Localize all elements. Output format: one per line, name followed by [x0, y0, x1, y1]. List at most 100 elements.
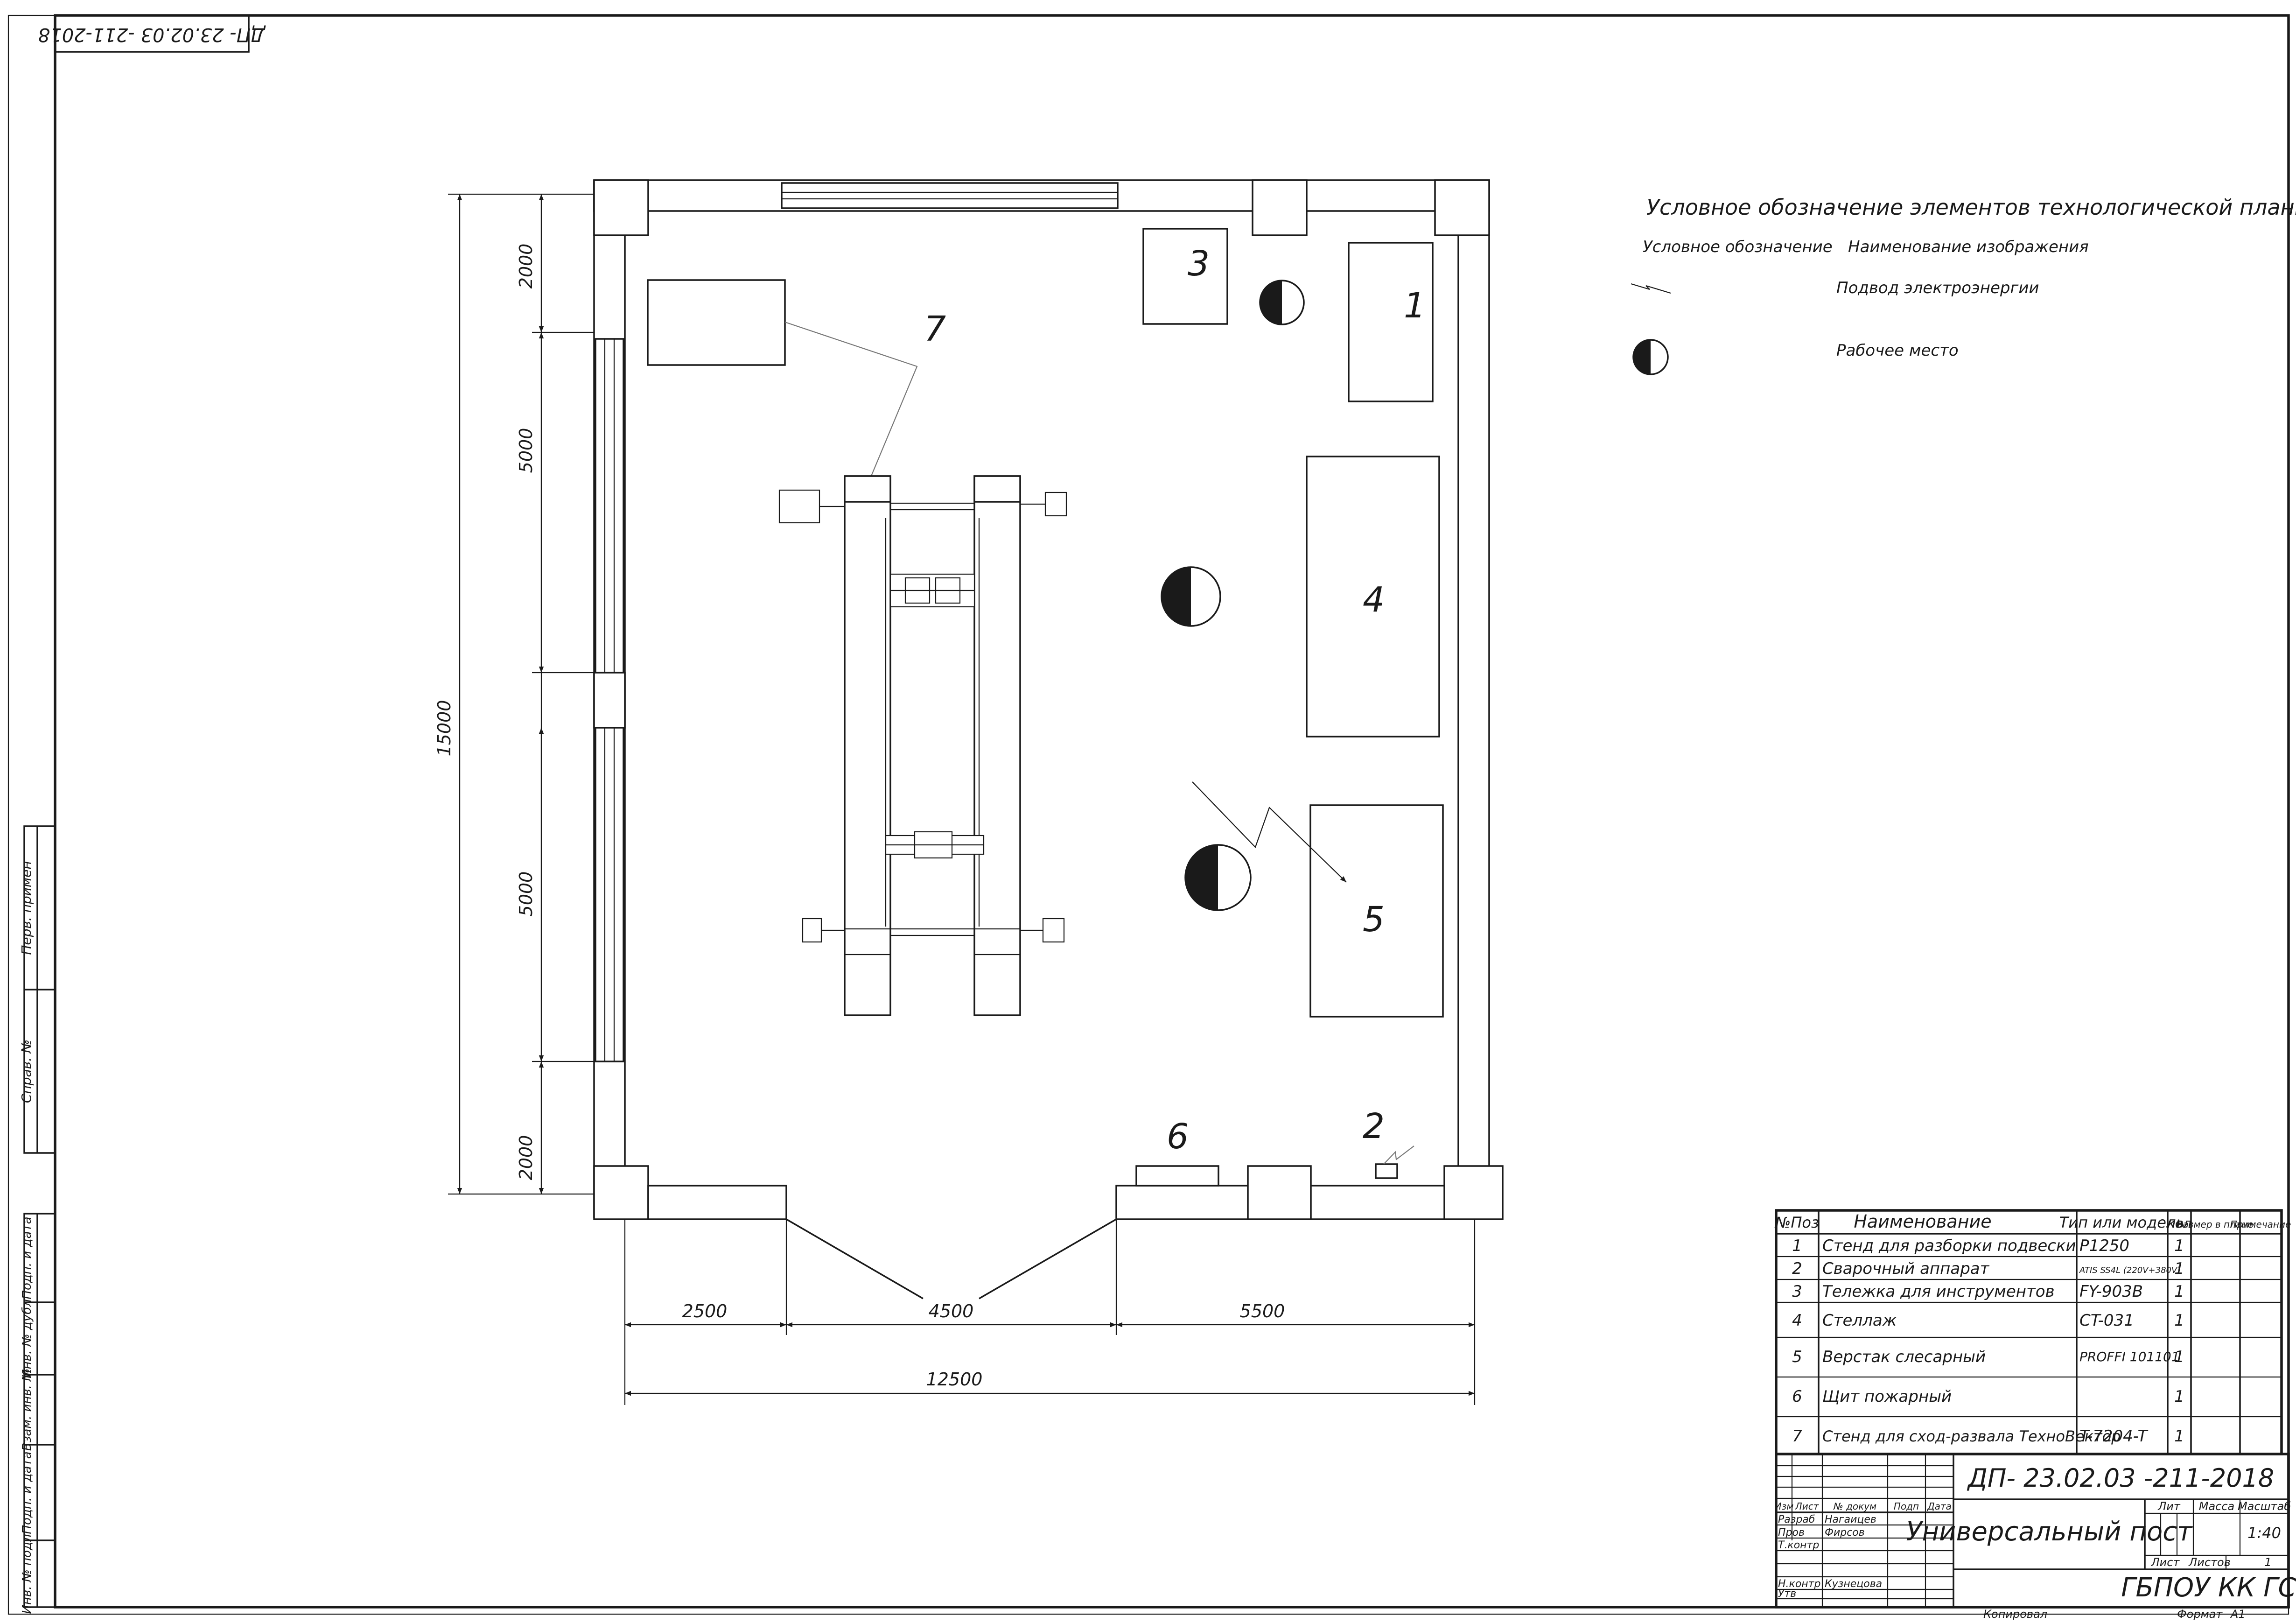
equipment-3-tool-cart — [1142, 228, 1228, 325]
dim-left-1: 2000 — [516, 244, 536, 289]
spec-row-model: PROFFI 101101 — [2079, 1349, 2180, 1364]
dimensions-bottom: 2500 4500 5500 12500 — [624, 1219, 1476, 1405]
title-sheets-value: 1 — [2264, 1556, 2271, 1569]
equipment-2-number: 2 — [1363, 1106, 1385, 1146]
workplace-icon — [1259, 280, 1305, 325]
spec-row-qty: 1 — [2174, 1259, 2184, 1278]
top-column — [1252, 179, 1308, 236]
spec-row-model: P1250 — [2079, 1237, 2129, 1255]
spec-header-name: Наименование — [1854, 1211, 1991, 1232]
title-head-sign: Подп — [1894, 1501, 1919, 1512]
title-code: ДП- 23.02.03 -211-2018 — [1967, 1463, 2275, 1493]
equipment-5-number: 5 — [1363, 899, 1385, 940]
title-org: ГБПОУ КК ГСТ — [2121, 1573, 2296, 1603]
dim-bottom-3: 5500 — [1240, 1301, 1285, 1321]
equipment-7-number: 7 — [924, 309, 946, 349]
format-value: А1 — [2230, 1608, 2246, 1621]
side-stamp-sign-date-2: Подп. и дата — [20, 1451, 34, 1534]
spec-row-pos: 7 — [1792, 1427, 1802, 1446]
alignment-lift — [778, 475, 1067, 1016]
corner-column-bottom-right — [1443, 1165, 1504, 1220]
sheet-inner-frame — [54, 14, 2290, 1609]
legend-col-symbol: Условное обозначение — [1643, 238, 1833, 256]
side-stamp-first-use: Перв. примен — [19, 861, 34, 955]
dim-bottom-1: 2500 — [682, 1301, 728, 1321]
dim-left-3: 5000 — [516, 871, 536, 917]
walls — [593, 179, 1504, 1300]
spec-row-model: CT-031 — [2079, 1311, 2134, 1330]
dim-total-width: 12500 — [926, 1369, 983, 1390]
spec-header-qty: кол — [2167, 1215, 2191, 1231]
spec-row-qty: 1 — [2174, 1387, 2184, 1406]
copied-label: Копировал — [1983, 1608, 2047, 1621]
welder-power-zigzag — [1383, 1145, 1414, 1165]
legend-title: Условное обозначение элементов технологи… — [1646, 195, 2296, 220]
equipment-7-leader — [784, 321, 918, 478]
legend-row-workplace: Рабочее место — [1836, 341, 1959, 360]
title-sheet-label: Лист — [2151, 1556, 2180, 1569]
spec-row-model: T-7204-T — [2079, 1427, 2149, 1446]
side-stamp-column: Перв. примен Справ. № Подп. и дата Инв. … — [19, 825, 56, 1614]
gate-leaf-right — [979, 1218, 1117, 1300]
rotated-doc-stamp: ДП- 23.02.03 -211-2018 — [38, 14, 266, 53]
spec-header-note: Примечание — [2230, 1219, 2291, 1230]
equipment-3-number: 3 — [1188, 244, 1210, 284]
spec-row-name: Тележка для инструментов — [1822, 1282, 2055, 1301]
equipment-5-workbench — [1309, 804, 1444, 1018]
corner-column-top-left — [593, 179, 649, 236]
equipment-1-number: 1 — [1404, 286, 1426, 326]
spec-row-pos: 5 — [1792, 1348, 1802, 1366]
side-stamp-ref-number: Справ. № — [19, 1040, 34, 1103]
legend-row-power: Подвод электроэнергии — [1836, 279, 2039, 297]
equipment-6-number: 6 — [1167, 1117, 1189, 1157]
power-supply-icon — [1631, 283, 1671, 294]
spec-row-name: Стеллаж — [1822, 1311, 1897, 1330]
title-role: Пров — [1778, 1527, 1805, 1539]
spec-row-model: FY-903B — [2079, 1282, 2143, 1301]
legend-col-name: Наименование изображения — [1848, 238, 2089, 256]
title-head-doc: № докум — [1833, 1501, 1876, 1512]
spec-row-model: ATIS SS4L (220V+380V) — [2079, 1265, 2180, 1275]
spec-row-qty: 1 — [2174, 1282, 2184, 1301]
spec-row-pos: 2 — [1792, 1259, 1802, 1278]
title-role: Утв — [1778, 1588, 1796, 1600]
spec-header-size: Размер в плане — [2177, 1219, 2253, 1230]
side-stamp-replace-inv: Взам. инв. № — [20, 1369, 34, 1451]
spec-header-model: Тип или модель — [2059, 1214, 2185, 1231]
spec-row-name: Щит пожарный — [1822, 1387, 1952, 1406]
left-window-upper — [595, 338, 624, 674]
power-supply-icon — [1192, 781, 1347, 883]
title-scale-label: Масштаб — [2238, 1500, 2291, 1513]
workplace-icon — [1184, 844, 1252, 911]
spec-row-qty: 1 — [2174, 1348, 2184, 1366]
title-role: Т.контр — [1778, 1539, 1819, 1551]
title-role: Н.контр — [1778, 1578, 1820, 1590]
spec-row-qty: 1 — [2174, 1311, 2184, 1330]
title-head-change: Изм — [1775, 1501, 1794, 1512]
spec-row-pos: 3 — [1792, 1282, 1802, 1301]
spec-row-qty: 1 — [2174, 1237, 2184, 1255]
corner-column-bottom-left — [593, 1165, 649, 1220]
format-label: Формат — [2177, 1608, 2223, 1621]
dimensions-left: 2000 5000 5000 2000 15000 — [434, 193, 594, 1195]
equipment-2-welder — [1375, 1163, 1398, 1179]
equipment-6-fire-board — [1135, 1165, 1219, 1187]
spec-row-name: Верстак слесарный — [1822, 1348, 1986, 1366]
legend: Условное обозначение элементов технологи… — [1631, 195, 2296, 375]
dim-left-4: 2000 — [516, 1135, 536, 1180]
dim-total-height: 15000 — [434, 700, 455, 757]
workplace-icon — [1632, 339, 1669, 375]
specification-table: №Поз Наименование Тип или модель кол Раз… — [1774, 1209, 2291, 1455]
dim-left-2: 5000 — [516, 428, 536, 473]
title-role: Разраб — [1778, 1514, 1815, 1525]
spec-row-pos: 1 — [1792, 1237, 1802, 1255]
spec-row-name: Стенд для сход-развала ТехноВектор — [1822, 1427, 2121, 1445]
title-sheets-label: Листов — [2188, 1556, 2231, 1569]
equipment-4-number: 4 — [1363, 580, 1385, 620]
workplace-icon — [1161, 566, 1221, 627]
title-person: Кузнецова — [1825, 1578, 1882, 1590]
title-mass-label: Масса — [2199, 1500, 2235, 1513]
spec-row-name: Сварочный аппарат — [1822, 1259, 1990, 1278]
equipment-4-rack — [1306, 456, 1440, 738]
spec-header-pos: №Поз — [1774, 1214, 1819, 1231]
